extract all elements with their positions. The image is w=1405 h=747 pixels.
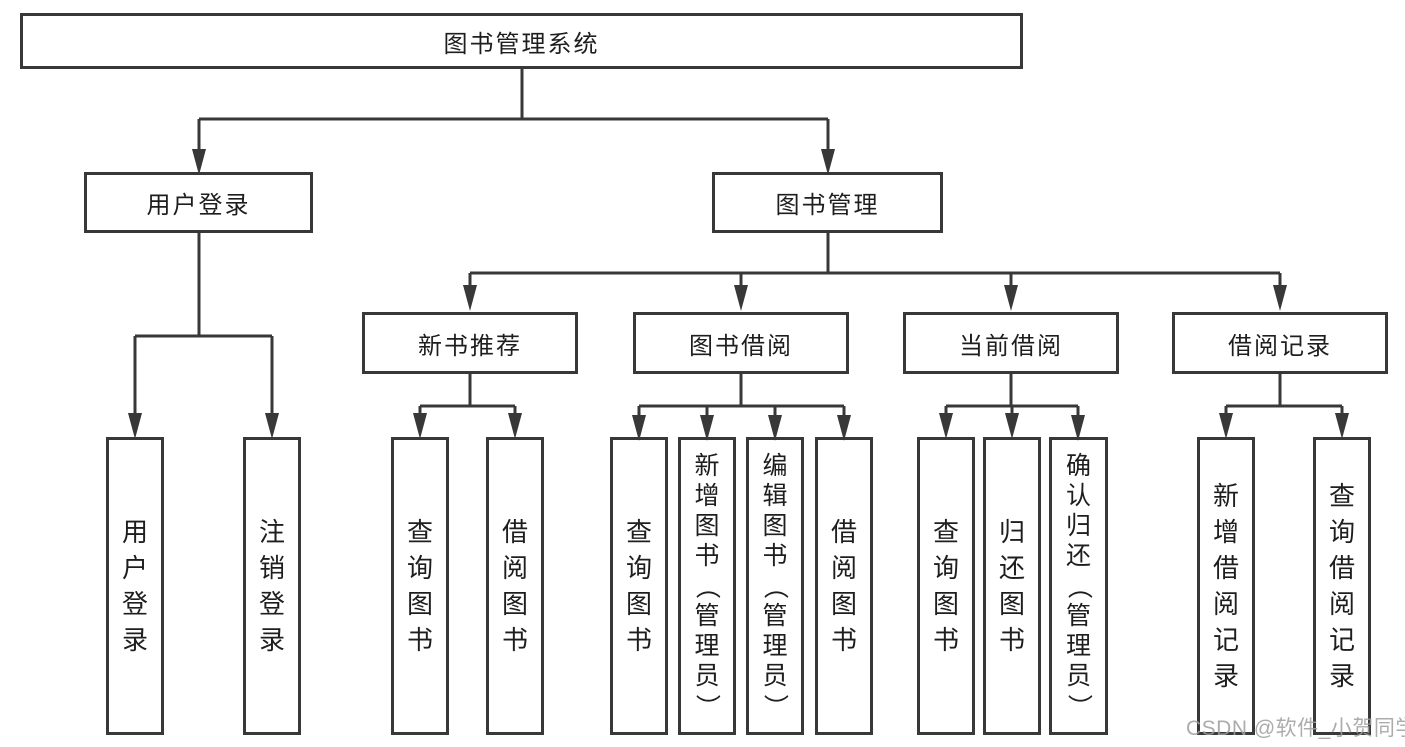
arrowhead-icon <box>1219 413 1233 439</box>
leaf-return-book-label: 归还图书 <box>998 517 1025 655</box>
leaf-search-books-current: 查询图书 <box>917 437 975 735</box>
leaf-borrow-books-borrowing: 借阅图书 <box>815 437 873 735</box>
leaf-borrow-books-borrowing-label: 借阅图书 <box>830 517 857 655</box>
leaf-search-borrow-record-label: 查询借阅记录 <box>1328 481 1355 691</box>
node-borrowing-records-label: 借阅记录 <box>1228 332 1332 360</box>
node-new-book-recommendation-label: 新书推荐 <box>418 332 522 360</box>
leaf-user-login: 用户登录 <box>106 437 164 735</box>
arrowhead-icon <box>265 413 279 439</box>
arrowhead-icon <box>734 285 748 311</box>
arrowhead-icon <box>1004 285 1018 311</box>
leaf-edit-book-admin-label: 编辑图书（管理员） <box>761 451 790 719</box>
leaf-add-borrow-record-label: 新增借阅记录 <box>1212 481 1239 691</box>
leaf-search-books-borrowing-label: 查询图书 <box>625 517 652 655</box>
arrowhead-icon <box>1273 285 1287 311</box>
node-book-management: 图书管理 <box>712 172 943 233</box>
node-root-label: 图书管理系统 <box>443 30 600 58</box>
leaf-confirm-return-admin-label: 确认归还（管理员） <box>1064 451 1093 719</box>
arrowhead-icon <box>463 285 477 311</box>
arrowhead-icon <box>1335 413 1349 439</box>
leaf-return-book: 归还图书 <box>983 437 1041 735</box>
leaf-search-books-borrowing: 查询图书 <box>610 437 668 735</box>
node-current-borrowing-label: 当前借阅 <box>959 332 1063 360</box>
node-borrowing-records: 借阅记录 <box>1172 312 1388 374</box>
leaf-search-books-current-label: 查询图书 <box>932 517 959 655</box>
arrowhead-icon <box>1005 413 1019 439</box>
leaf-borrow-books-recommend: 借阅图书 <box>486 437 544 735</box>
arrowhead-icon <box>128 413 142 439</box>
leaf-search-books-recommend-label: 查询图书 <box>406 517 433 655</box>
node-root: 图书管理系统 <box>20 13 1023 69</box>
leaf-confirm-return-admin: 确认归还（管理员） <box>1049 437 1108 735</box>
leaf-add-book-admin: 新增图书（管理员） <box>678 437 736 735</box>
leaf-user-login-label: 用户登录 <box>121 517 148 655</box>
node-book-borrowing: 图书借阅 <box>633 312 849 374</box>
leaf-search-books-recommend: 查询图书 <box>391 437 449 735</box>
node-new-book-recommendation: 新书推荐 <box>362 312 578 374</box>
leaf-add-borrow-record: 新增借阅记录 <box>1197 437 1255 735</box>
leaf-borrow-books-recommend-label: 借阅图书 <box>501 517 528 655</box>
leaf-logout-label: 注销登录 <box>258 517 285 655</box>
arrowhead-icon <box>413 413 427 439</box>
node-book-borrowing-label: 图书借阅 <box>689 332 793 360</box>
leaf-edit-book-admin: 编辑图书（管理员） <box>746 437 804 735</box>
leaf-logout: 注销登录 <box>243 437 301 735</box>
node-user-login-label: 用户登录 <box>146 192 251 219</box>
node-user-login: 用户登录 <box>84 172 313 233</box>
leaf-search-borrow-record: 查询借阅记录 <box>1313 437 1371 735</box>
arrowhead-icon <box>508 413 522 439</box>
csdn-watermark: CSDN @软件_小贺同学 <box>1186 717 1405 740</box>
arrowhead-icon <box>939 413 953 439</box>
leaf-add-book-admin-label: 新增图书（管理员） <box>693 451 722 719</box>
node-current-borrowing: 当前借阅 <box>903 312 1119 374</box>
node-book-management-label: 图书管理 <box>775 192 880 219</box>
